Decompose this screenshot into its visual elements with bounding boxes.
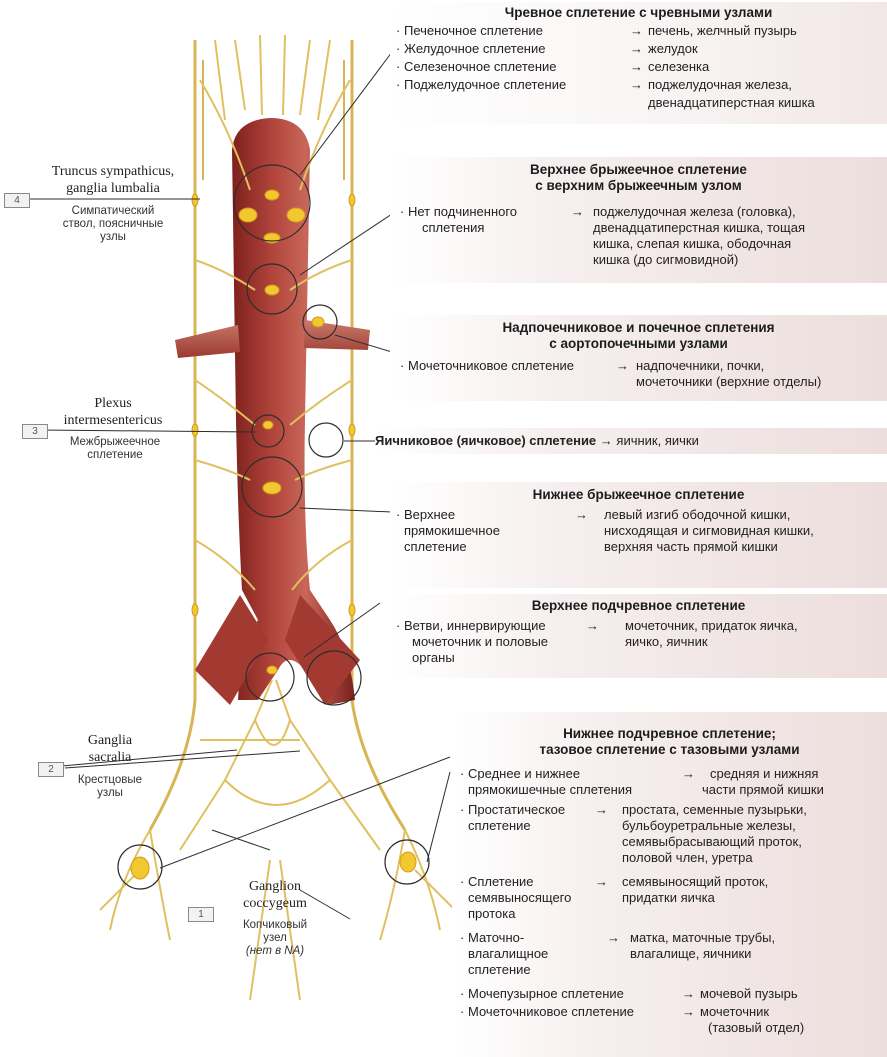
plexus-name: Поджелудочное сплетение [404, 77, 566, 93]
latin-label: Truncus sympathicus,ganglia lumbalia [33, 163, 193, 197]
plexus-name: Мочепузырное сплетение [468, 986, 624, 1002]
target-organ: селезенка [648, 59, 709, 75]
target-organ: мочевой пузырь [700, 986, 798, 1002]
arrow-icon: → [586, 618, 599, 634]
target-organ: печень, желчный пузырь [648, 23, 797, 39]
arrow-icon: → [630, 77, 643, 93]
arrow-icon: → [630, 23, 643, 39]
target-organ: мочеточник, придаток яичка,яичко, яичник [625, 618, 798, 650]
target-organ: матка, маточные трубы,влагалище, яичники [630, 930, 775, 962]
section-title: Верхнее подчревное сплетение [390, 598, 887, 614]
arrow-icon: → [607, 930, 620, 946]
section-title: Чревное сплетение с чревными узлами [390, 5, 887, 21]
plexus-name: Мочеточниковое сплетение [468, 1004, 634, 1020]
arrow-icon: → [630, 41, 643, 57]
section-title: Нижнее подчревное сплетение;тазовое спле… [452, 726, 887, 758]
arrow-icon: → [595, 874, 608, 890]
arrow-icon: → [616, 358, 629, 374]
target-organ: желудок [648, 41, 698, 57]
target-organ: семявыносящий проток,придатки яичка [622, 874, 768, 906]
target-organ: простата, семенные пузырьки,бульбоуретра… [622, 802, 807, 866]
box-celiac-plexus: Чревное сплетение с чревными узлами Пече… [390, 2, 887, 124]
target-organ: надпочечники, почки,мочеточники (верхние… [636, 358, 821, 390]
arrow-icon: → [682, 1004, 695, 1020]
target-organ: поджелудочная железа (головка),двенадцат… [593, 204, 805, 268]
arrow-icon: → [682, 766, 695, 782]
plexus-name: Селезеночное сплетение [404, 59, 557, 75]
section-title: Нижнее брыжеечное сплетение [390, 487, 887, 503]
section-line: Яичниковое (яичковое) сплетение → яичник… [375, 433, 699, 449]
plexus-name: Печеночное сплетение [404, 23, 543, 39]
plexus-name: Желудочное сплетение [404, 41, 545, 57]
section-title: Яичниковое (яичковое) сплетение [375, 433, 596, 448]
arrow-icon: → [595, 802, 608, 818]
arrow-icon: → [600, 433, 613, 448]
plexus-name: Мочеточниковое сплетение [408, 358, 574, 374]
target-organ: поджелудочная железа, [648, 77, 792, 93]
target-organ: двенадцатиперстная кишка [648, 95, 815, 111]
target-organ: левый изгиб ободочной кишки,нисходящая и… [604, 507, 814, 555]
box-inferior-mesenteric-plexus: Нижнее брыжеечное сплетение Верхнеепрямо… [390, 482, 887, 588]
box-superior-hypogastric-plexus: Верхнее подчревное сплетение Ветви, инне… [390, 594, 887, 678]
arrow-icon: → [682, 986, 695, 1002]
label-number: 1 [188, 907, 214, 922]
box-ovarian-plexus: Яичниковое (яичковое) сплетение → яичник… [375, 428, 887, 454]
target-organ: яичник, яички [616, 433, 698, 448]
target-organ: мочеточник(тазовый отдел) [700, 1004, 804, 1036]
box-inferior-hypogastric-plexus: Нижнее подчревное сплетение;тазовое спле… [452, 712, 887, 1057]
arrow-icon: → [571, 204, 584, 220]
arrow-icon: → [630, 59, 643, 75]
label-number: 4 [4, 193, 30, 208]
arrow-icon: → [575, 507, 588, 523]
